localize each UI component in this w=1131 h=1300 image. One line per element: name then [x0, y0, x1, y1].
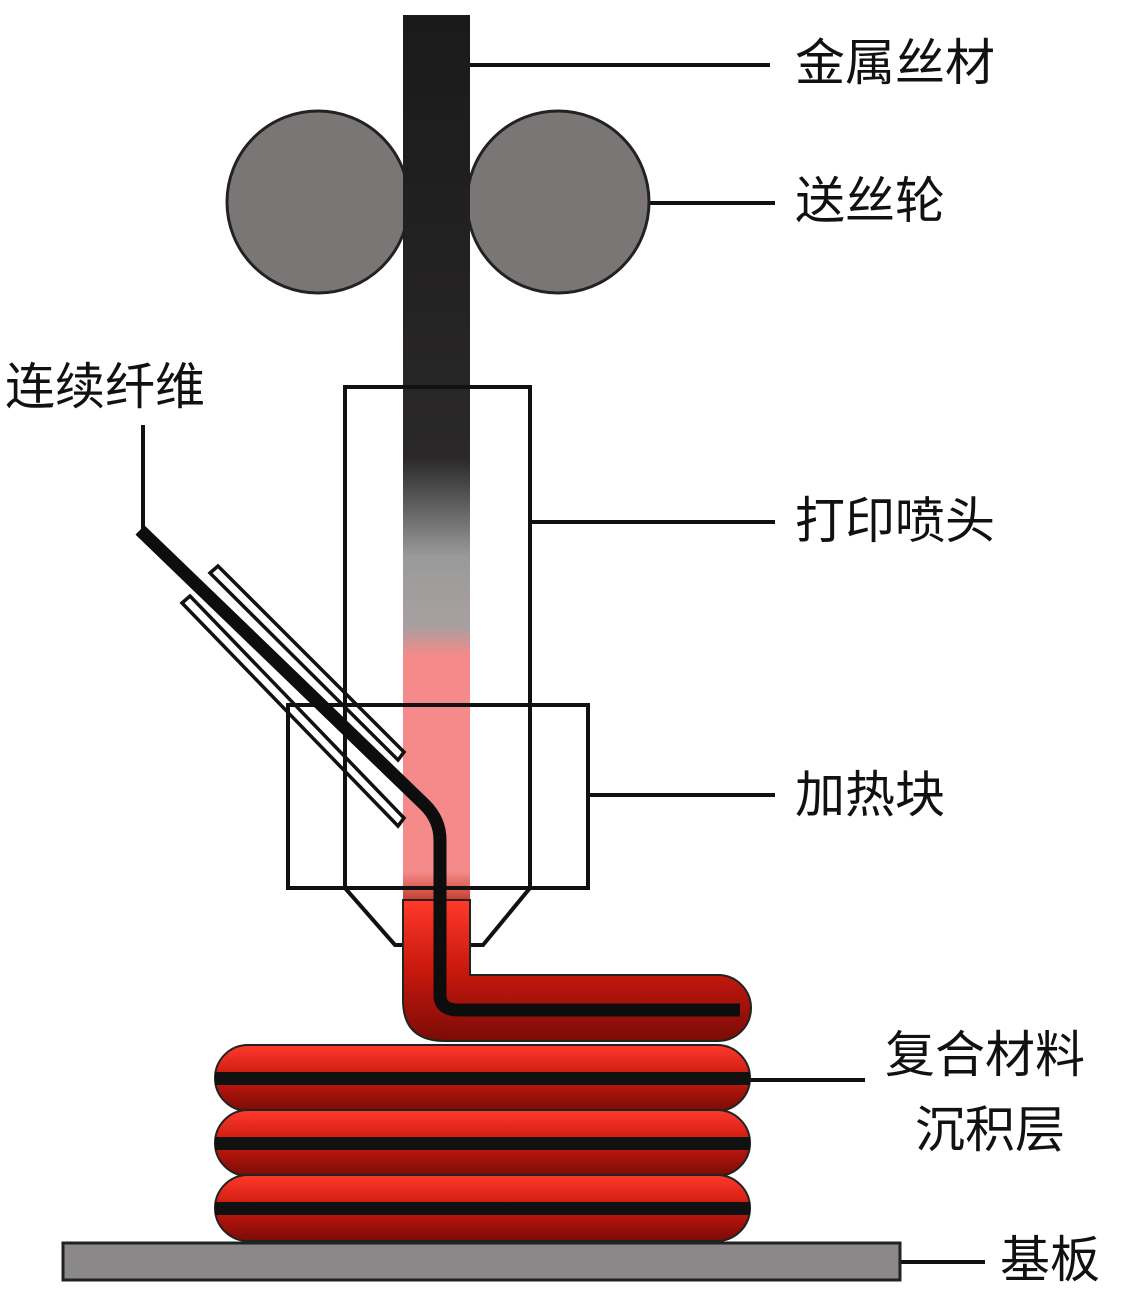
label-metal-wire: 金属丝材: [795, 34, 995, 92]
top-deposit-layer: [402, 899, 752, 1042]
feed-wheel-right: [465, 109, 651, 295]
label-substrate: 基板: [1000, 1231, 1100, 1289]
label-composite-layer-2: 沉积层: [915, 1101, 1065, 1159]
continuous-fiber: [135, 525, 740, 1017]
fiber-guide-tubes: [179, 563, 407, 829]
label-composite-layer-1: 复合材料: [885, 1026, 1085, 1084]
label-continuous-fiber: 连续纤维: [5, 358, 205, 416]
label-print-nozzle: 打印喷头: [795, 492, 995, 550]
label-heating-block: 加热块: [795, 766, 945, 824]
leader-lines: [141, 63, 985, 1264]
feed-wheel-left: [225, 109, 411, 295]
composite-deposition-layers: [214, 1044, 751, 1242]
label-feed-wheel: 送丝轮: [795, 172, 945, 230]
substrate-plate: [61, 1241, 902, 1282]
